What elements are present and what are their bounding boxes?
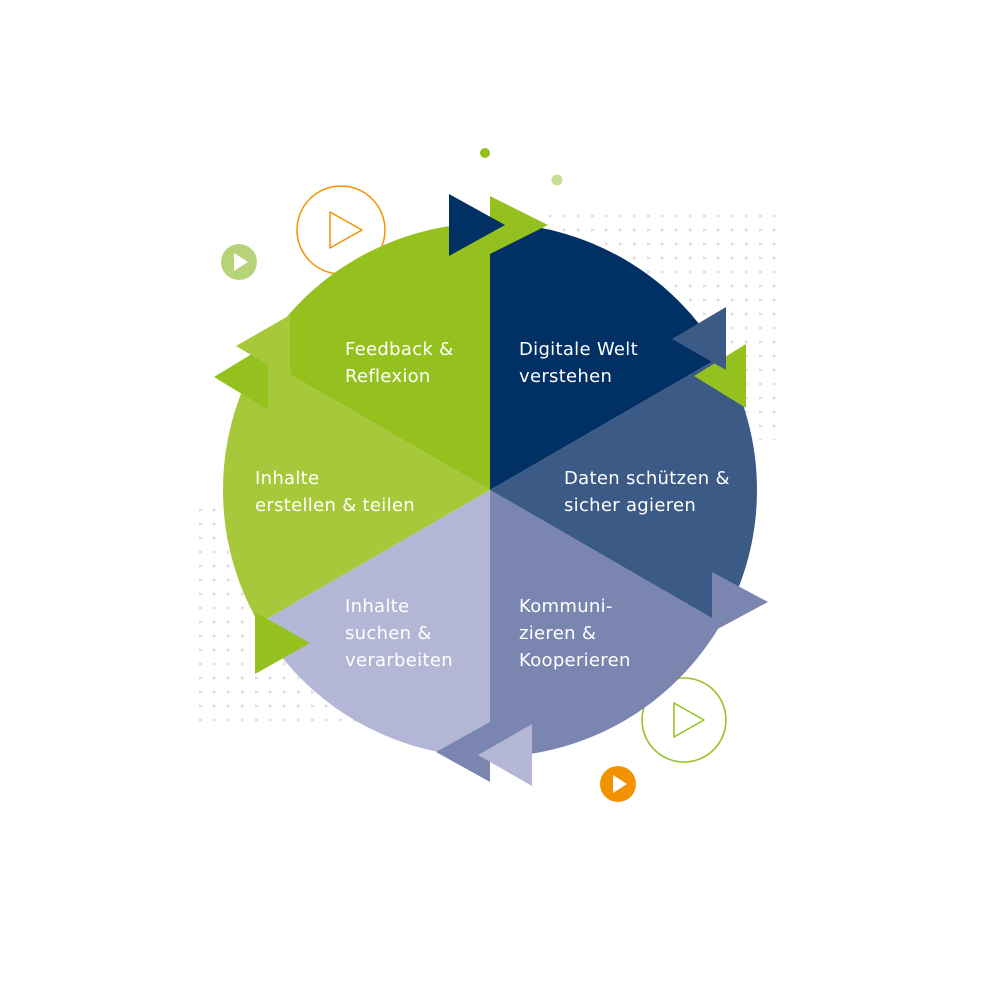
label-line: sicher agieren [564,495,696,516]
arrow-bottom-lavender [478,724,532,786]
segment-label-kommunizieren: Kommuni- zieren & Kooperieren [519,596,631,671]
segment-label-suchen: Inhalte suchen & verarbeiten [345,596,453,671]
label-line: suchen & [345,623,432,644]
segment-erstellen [222,356,490,624]
label-line: erstellen & teilen [255,495,415,516]
play-icon-outline-green [641,677,727,763]
segment-feedback [258,223,490,490]
label-line: Daten schützen & [564,468,730,489]
arrow-bottom-blue [436,722,490,782]
arrow-upperright-navy [672,307,726,370]
segment-label-feedback: Feedback & Reflexion [345,339,453,387]
segment-suchen [258,490,490,757]
arrow-heads [214,194,768,786]
segment-label-daten: Daten schützen & sicher agieren [564,468,730,516]
arrow-left-lightgreen [236,315,290,378]
label-line: Inhalte [345,596,409,617]
label-line: Digitale Welt [519,339,638,360]
arrow-lowerleft-green [255,612,310,674]
label-line: Feedback & [345,339,453,360]
label-line: verarbeiten [345,650,453,671]
arrow-top-navy [449,194,505,256]
segment-digitale-welt [490,223,722,490]
play-icon-filled-orange [600,766,636,802]
label-line: verstehen [519,366,612,387]
segment-kommunizieren [490,490,722,757]
arrow-right-purple [712,572,768,632]
segment-label-erstellen: Inhalte erstellen & teilen [255,468,415,516]
label-line: zieren & [519,623,596,644]
play-icon-filled-lightgreen [221,244,257,280]
label-line: Inhalte [255,468,319,489]
arrow-top-green [490,196,548,254]
label-line: Reflexion [345,366,431,387]
wheel [222,223,758,757]
label-line: Kooperieren [519,650,631,671]
segment-label-digitale-welt: Digitale Welt verstehen [519,339,638,387]
arrow-upperright-green [694,344,746,408]
deco-dot-green [480,148,490,158]
arrow-left-green [214,344,268,410]
label-line: Kommuni- [519,596,613,617]
deco-dot-lightgreen [551,174,563,186]
segment-daten [490,356,758,624]
